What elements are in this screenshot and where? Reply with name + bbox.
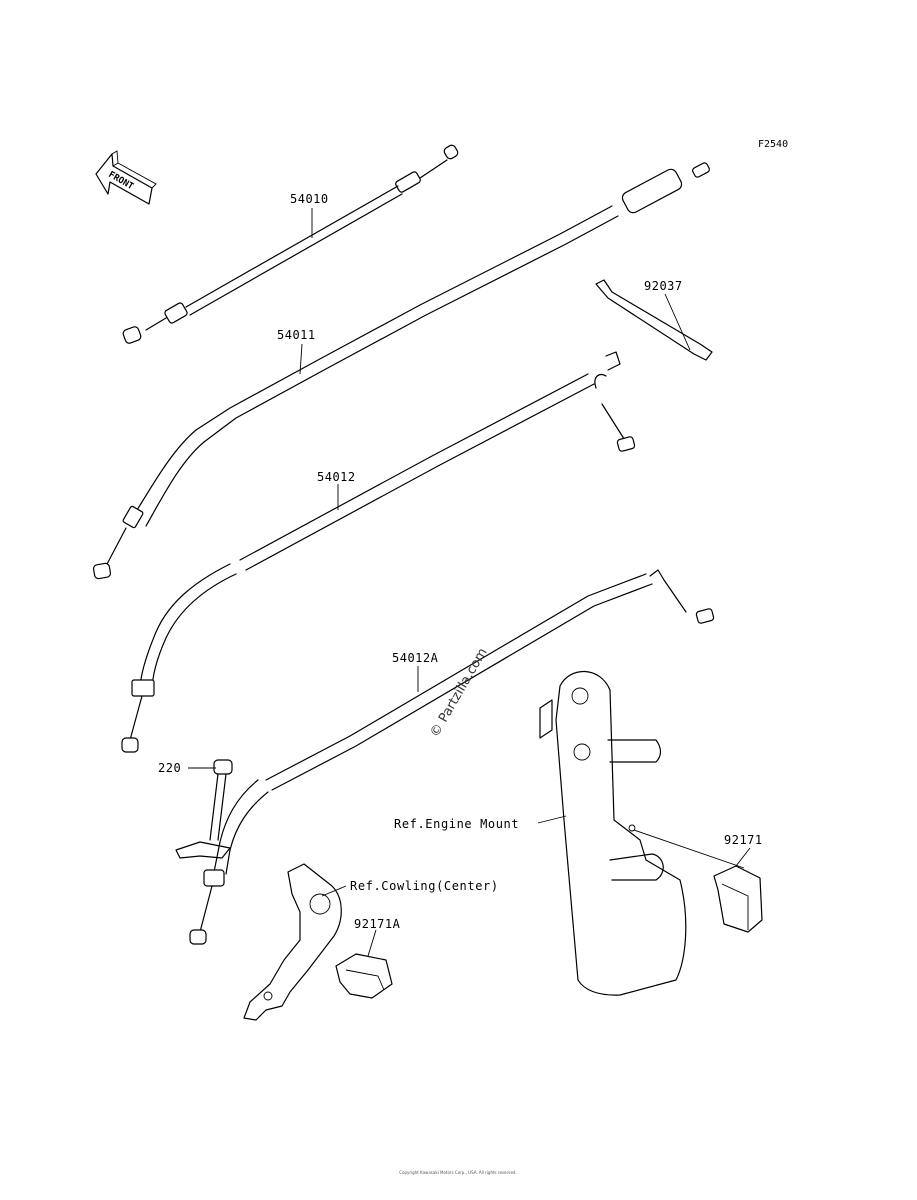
part-label-54011: 54011 [277, 328, 316, 342]
cowling-bracket [243, 863, 342, 1021]
part-220-bolt [209, 759, 233, 841]
part-92171-clamp [713, 865, 763, 933]
ref-label-engine-mount: Ref.Engine Mount [394, 817, 519, 831]
part-label-220: 220 [158, 761, 181, 775]
ref-label-cowling-center: Ref.Cowling(Center) [350, 879, 499, 893]
copyright-footer: Copyright Kawasaki Motors Corp., USA. Al… [399, 1170, 517, 1175]
cable-54012a [175, 569, 715, 945]
diagram-code: F2540 [758, 139, 788, 150]
cable-54011 [92, 162, 710, 580]
cable-54010 [122, 144, 459, 344]
part-label-92037: 92037 [644, 279, 683, 293]
part-92037 [595, 279, 713, 361]
engine-mount [539, 670, 687, 996]
part-label-54012: 54012 [317, 470, 356, 484]
part-label-54012a: 54012A [392, 651, 439, 665]
part-92171a [335, 953, 393, 999]
front-arrow-label: FRONT [107, 170, 136, 192]
part-label-92171: 92171 [724, 833, 763, 847]
front-arrow-icon: FRONT [95, 150, 157, 205]
leader-lines [188, 208, 751, 957]
part-label-92171a: 92171A [354, 917, 401, 931]
part-label-54010: 54010 [290, 192, 329, 206]
cable-54012 [121, 351, 636, 753]
